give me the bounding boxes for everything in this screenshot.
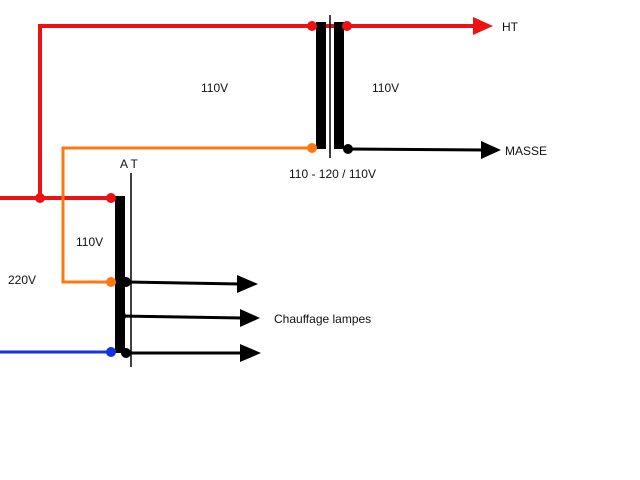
- terminal-dot-transfo-secondary-top: [342, 21, 352, 31]
- label-ht: HT: [502, 20, 519, 34]
- phase-wire-to-ht: [0, 24, 478, 200]
- tap-wire: [61, 146, 312, 284]
- label-masse: MASSE: [505, 144, 547, 158]
- masse-wire: [347, 147, 485, 152]
- label-transfo-rating: 110 - 120 / 110V: [289, 167, 376, 181]
- terminal-dot-heater-3: [121, 348, 131, 358]
- terminal-dot-transfo-tap: [307, 143, 317, 153]
- transformer-primary-winding: [316, 22, 326, 149]
- terminal-dot-autotransfo-top: [106, 193, 116, 203]
- terminal-dot-masse: [343, 144, 353, 154]
- terminal-dot-heater-1: [121, 277, 131, 287]
- heater-output-1-arrowhead: [237, 275, 258, 293]
- transformer-secondary-winding: [334, 22, 344, 149]
- heater-output-3-arrowhead: [240, 344, 261, 362]
- terminal-dot-autotransfo-tap: [106, 277, 116, 287]
- heater-output-1: [125, 280, 241, 286]
- terminal-dot-heater-2: [116, 311, 126, 321]
- terminal-dot-neutral: [106, 347, 116, 357]
- junction-dot-phase: [35, 193, 45, 203]
- terminal-dot-transfo-primary-top: [307, 21, 317, 31]
- label-heating: Chauffage lampes: [274, 312, 371, 326]
- masse-arrowhead: [481, 141, 501, 159]
- label-secondary-voltage: 110V: [372, 81, 399, 95]
- label-mains-voltage: 220V: [8, 273, 36, 287]
- ht-arrowhead: [473, 17, 493, 35]
- heater-output-2: [120, 314, 244, 320]
- label-autotransfo-title: A T: [120, 157, 138, 171]
- label-autotransfo-voltage: 110V: [76, 235, 103, 249]
- autotransfo-winding: [115, 196, 125, 353]
- label-primary-voltage: 110V: [201, 81, 228, 95]
- heater-output-2-arrowhead: [240, 309, 260, 327]
